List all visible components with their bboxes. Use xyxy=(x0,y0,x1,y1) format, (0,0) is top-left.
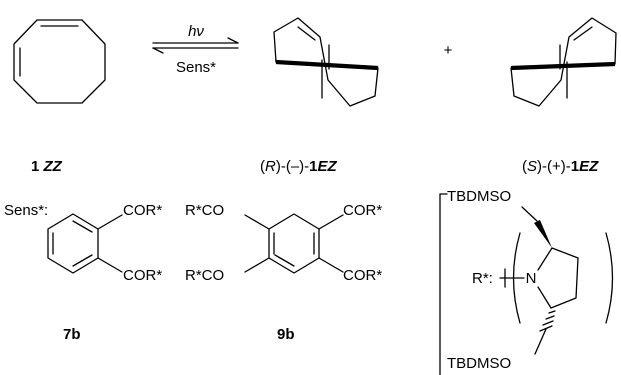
label-1ez-r: (R)-(–)-1EZ xyxy=(260,158,338,175)
auxiliary-nitrogen: N xyxy=(526,270,537,287)
molecule-1ez-r xyxy=(273,17,379,107)
sensitizer-label: Sens*: xyxy=(4,202,48,219)
auxiliary-bracket xyxy=(439,193,448,375)
9b-rco-bottom: R*CO xyxy=(185,267,224,284)
arrow-label-hv: hν xyxy=(188,23,204,40)
label-1zz: 1 ZZ xyxy=(31,158,63,175)
molecule-9b xyxy=(244,213,344,274)
9b-rco-top: R*CO xyxy=(185,202,224,219)
7b-cor-bottom: COR* xyxy=(123,267,162,284)
molecule-7b xyxy=(47,213,123,274)
auxiliary-bottom-group: TBDMSO xyxy=(447,355,511,372)
label-7b: 7b xyxy=(63,326,81,343)
arrow-label-sensitizer: Sens* xyxy=(176,59,216,76)
auxiliary-pyrrolidine xyxy=(499,206,614,355)
7b-cor-top: COR* xyxy=(123,202,162,219)
auxiliary-top-group: TBDMSO xyxy=(447,188,511,205)
equilibrium-arrows xyxy=(152,37,239,54)
plus-sign: + xyxy=(444,42,453,59)
molecule-1ez-s xyxy=(510,17,617,107)
auxiliary-label: R*: xyxy=(472,270,493,287)
9b-cor-bottom: COR* xyxy=(343,267,382,284)
label-9b: 9b xyxy=(277,326,295,343)
9b-cor-top: COR* xyxy=(343,202,382,219)
molecule-1zz xyxy=(13,19,106,104)
label-1ez-s: (S)-(+)-1EZ xyxy=(522,158,599,175)
